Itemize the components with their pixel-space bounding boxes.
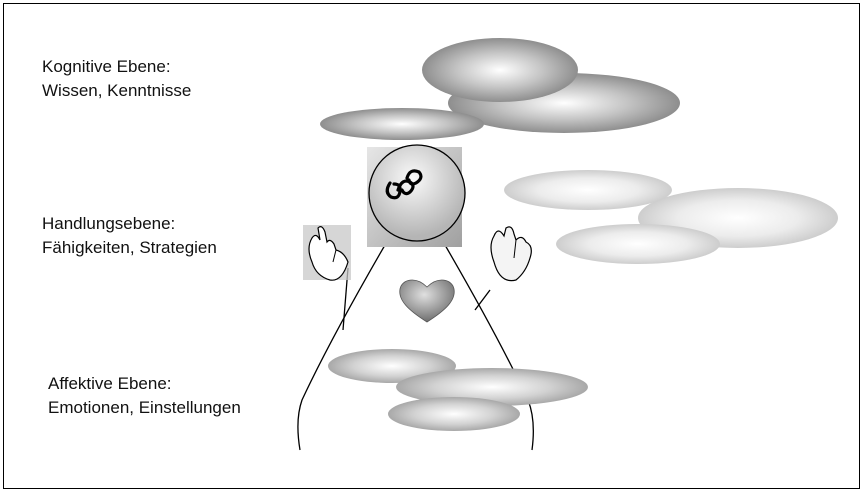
right-hand-icon [491,227,531,281]
heart-icon [400,280,455,322]
cloud-icon [504,170,672,210]
affective-cloud-group [328,349,588,431]
action-cloud-group [504,170,838,264]
cloud-icon [320,108,484,140]
cloud-icon [556,224,720,264]
left-hand-icon [303,225,351,280]
cloud-icon [388,397,520,431]
cognitive-cloud-group [320,38,680,140]
head-icon [367,145,465,247]
cloud-icon [422,38,578,102]
